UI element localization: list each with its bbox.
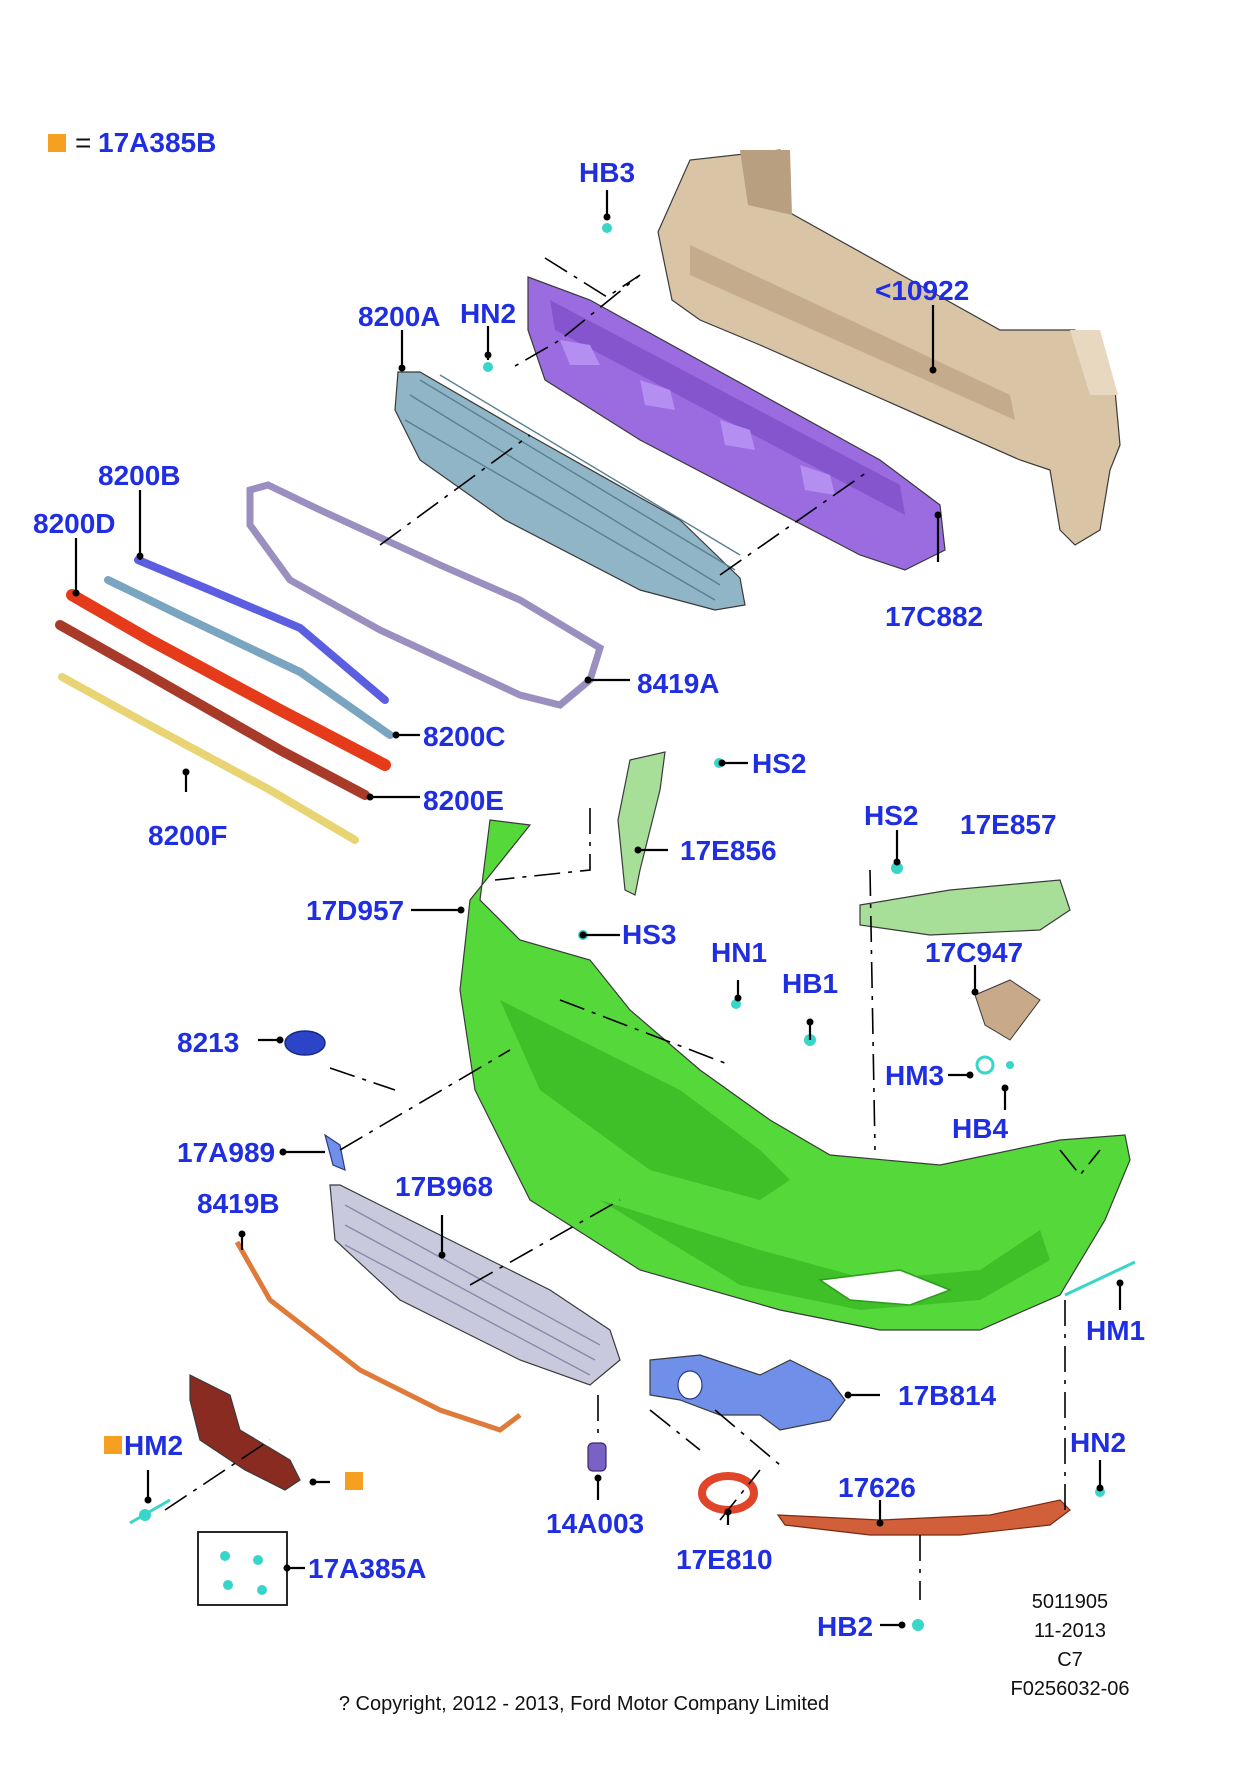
leader-dots xyxy=(72,213,1124,1629)
label-hn2-right: HN2 xyxy=(1070,1427,1126,1458)
info-line-4: F0256032-06 xyxy=(1011,1678,1130,1700)
label-hm3: HM3 xyxy=(885,1060,944,1091)
label-17b968: 17B968 xyxy=(395,1171,493,1202)
small-clip-17a989-part xyxy=(324,1133,346,1171)
label-hm1: HM1 xyxy=(1086,1315,1145,1346)
fastener-kit-items xyxy=(220,1551,267,1595)
legend-equals: = xyxy=(75,127,91,158)
label-8200c: 8200C xyxy=(423,721,506,752)
label-hn2-top: HN2 xyxy=(460,298,516,329)
label-17e810: 17E810 xyxy=(676,1544,773,1575)
label-hb4: HB4 xyxy=(952,1113,1008,1144)
label-14a003: 14A003 xyxy=(546,1508,644,1539)
label-8200b: 8200B xyxy=(98,460,181,491)
ring-17e810-part xyxy=(698,1472,758,1514)
label-17a989: 17A989 xyxy=(177,1137,275,1168)
plate-bracket-part xyxy=(189,1374,301,1491)
info-line-1: 5011905 xyxy=(1032,1591,1108,1613)
lower-spoiler-part xyxy=(776,1499,1071,1536)
guide-lines xyxy=(164,257,1101,1600)
label-8200a: 8200A xyxy=(358,301,441,332)
label-17d957: 17D957 xyxy=(306,895,404,926)
parking-sensor-part xyxy=(587,1442,607,1472)
label-hs3: HS3 xyxy=(622,919,676,950)
label-hs2-right: HS2 xyxy=(864,800,918,831)
label-hb2: HB2 xyxy=(817,1611,873,1642)
upper-grille-part xyxy=(394,371,746,611)
label-8419a: 8419A xyxy=(637,668,720,699)
label-hs2-top: HS2 xyxy=(752,748,806,779)
leader-lines xyxy=(74,190,1122,1627)
fog-lamp-bezel-part xyxy=(649,1354,846,1431)
label-8200f: 8200F xyxy=(148,820,227,851)
legend-swatch xyxy=(48,134,66,152)
label-hb1: HB1 xyxy=(782,968,838,999)
plate-legend-swatch xyxy=(345,1472,363,1490)
lower-grille-part xyxy=(329,1184,621,1386)
label-17c882: 17C882 xyxy=(885,601,983,632)
grille-trim-strips-part xyxy=(55,556,394,844)
legend-code: 17A385B xyxy=(98,127,216,158)
bumper-reinforcement-part xyxy=(657,149,1121,546)
label-17626: 17626 xyxy=(838,1472,916,1503)
copyright-text: ? Copyright, 2012 - 2013, Ford Motor Com… xyxy=(339,1693,829,1715)
label-17b814: 17B814 xyxy=(898,1380,997,1411)
emblem-part xyxy=(284,1030,326,1056)
label-10922: <10922 xyxy=(875,275,969,306)
left-side-bracket-part xyxy=(617,751,666,896)
label-8213: 8213 xyxy=(177,1027,239,1058)
label-hb3: HB3 xyxy=(579,157,635,188)
label-8200d: 8200D xyxy=(33,508,116,539)
info-line-3: C7 xyxy=(1057,1649,1083,1671)
info-line-2: 11-2013 xyxy=(1034,1620,1106,1642)
label-17e857: 17E857 xyxy=(960,809,1057,840)
absorber-part xyxy=(527,276,946,571)
label-17c947: 17C947 xyxy=(925,937,1023,968)
lower-grille-surround-part xyxy=(234,1240,522,1433)
bumper-cover-part xyxy=(459,819,1131,1331)
right-side-bracket-part xyxy=(859,879,1071,936)
label-17e856: 17E856 xyxy=(680,835,777,866)
label-8419b: 8419B xyxy=(197,1188,280,1219)
label-8200e: 8200E xyxy=(423,785,504,816)
label-hn1: HN1 xyxy=(711,937,767,968)
fastener-kit-box xyxy=(197,1531,288,1606)
label-hm2: HM2 xyxy=(124,1430,183,1461)
hm2-legend-swatch xyxy=(104,1436,122,1454)
label-17a385a: 17A385A xyxy=(308,1553,426,1584)
